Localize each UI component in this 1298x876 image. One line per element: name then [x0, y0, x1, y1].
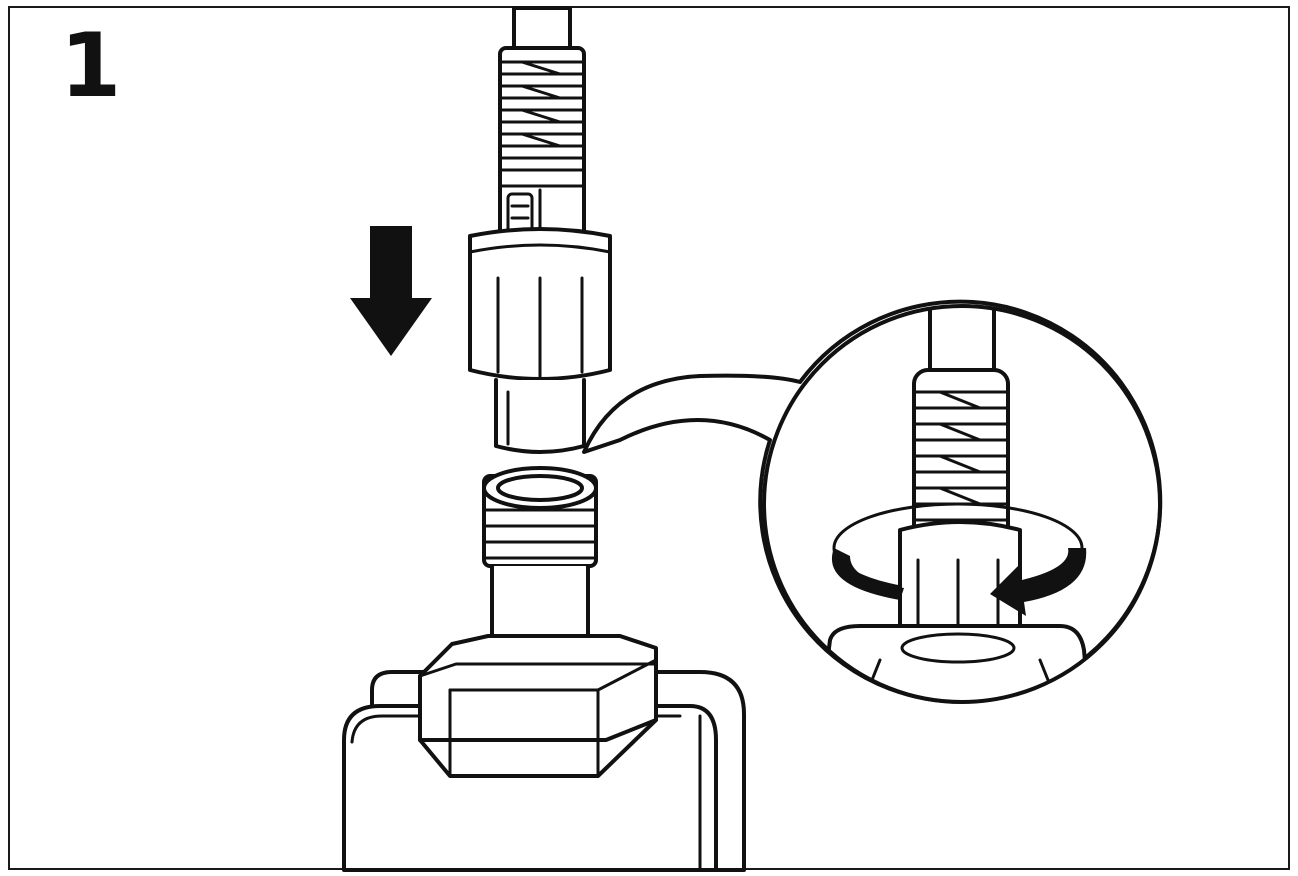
step-number: 1 [60, 14, 122, 117]
coupling-nut [468, 227, 612, 382]
strain-relief-sleeve [498, 46, 586, 250]
rotate-arrow-icon [831, 548, 1087, 616]
outlet-boss [418, 634, 658, 778]
threaded-outlet [482, 466, 598, 649]
detail-circle [762, 304, 1162, 704]
connector-spigot [494, 378, 586, 454]
down-arrow-icon [350, 226, 432, 356]
